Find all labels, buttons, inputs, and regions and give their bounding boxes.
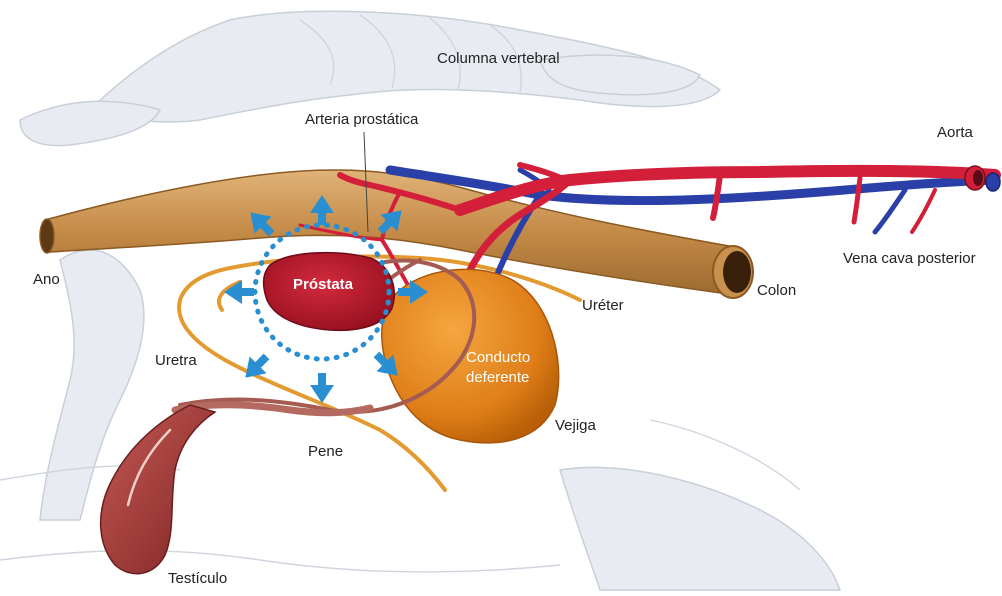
label-conducto-line1: Conducto xyxy=(466,348,530,368)
label-vena-cava-posterior: Vena cava posterior xyxy=(843,250,976,268)
label-aorta: Aorta xyxy=(937,124,973,142)
label-arteria-prostatica: Arteria prostática xyxy=(305,111,418,129)
label-columna-vertebral: Columna vertebral xyxy=(437,50,560,68)
label-prostata: Próstata xyxy=(293,275,353,295)
label-ano: Ano xyxy=(33,271,60,289)
label-ureter: Uréter xyxy=(582,297,624,315)
label-colon: Colon xyxy=(757,282,796,300)
label-uretra: Uretra xyxy=(155,352,197,370)
label-pene: Pene xyxy=(308,443,343,461)
testicle xyxy=(101,405,215,574)
label-testiculo: Testículo xyxy=(168,570,227,588)
label-vejiga: Vejiga xyxy=(555,417,596,435)
label-conducto-line2: deferente xyxy=(466,368,529,388)
arrow-left xyxy=(224,280,254,304)
